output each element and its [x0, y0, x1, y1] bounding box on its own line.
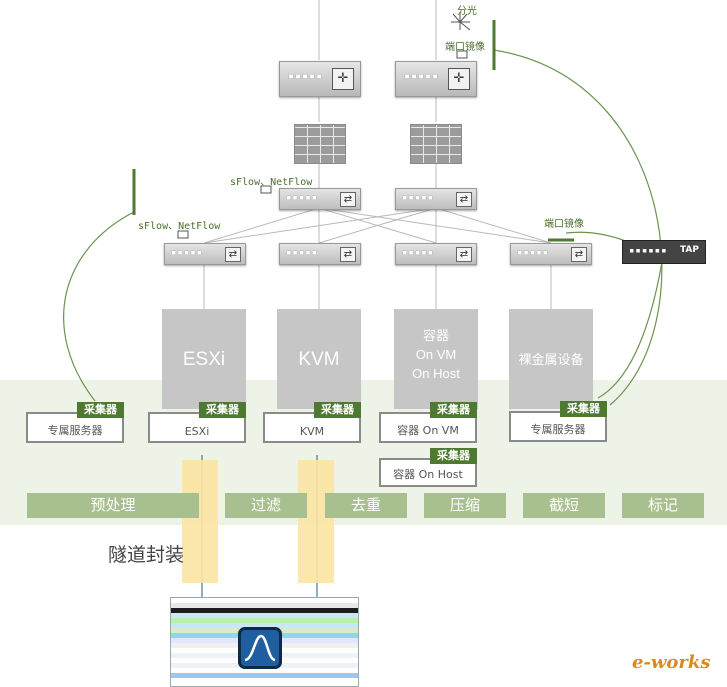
- collector-dedicated-right: 采集器 专属服务器: [509, 401, 607, 442]
- collector-label: 专属服务器: [530, 423, 586, 436]
- collector-container-vm: 采集器 容器 On VM: [379, 402, 477, 443]
- switch-icon: ⇄: [340, 247, 356, 262]
- access-switch-4: ▪▪▪▪▪⇄: [510, 243, 592, 265]
- collector-container-host: 采集器 容器 On Host: [379, 448, 477, 487]
- collector-esxi: 采集器 ESXi: [148, 402, 246, 443]
- collector-kvm: 采集器 KVM: [263, 402, 361, 443]
- access-switch-2: ▪▪▪▪▪⇄: [279, 243, 361, 265]
- core-router-right: ▪▪▪▪▪✛: [395, 61, 477, 97]
- switch-icon: ⇄: [571, 247, 587, 262]
- collector-label: KVM: [299, 425, 325, 438]
- tunnel-highlight-kvm: [298, 460, 334, 583]
- collector-tag: 采集器: [430, 402, 477, 418]
- server-container: 容器 On VM On Host: [394, 309, 478, 409]
- wireshark-icon: [238, 627, 282, 669]
- port-mirror-top-label: 端口镜像: [445, 42, 485, 53]
- collector-dedicated-left: 采集器 专属服务器: [26, 402, 124, 443]
- collector-tag: 采集器: [199, 402, 246, 418]
- firewall-left: [294, 124, 346, 164]
- sflow-access-label: sFlow、NetFlow: [138, 221, 221, 232]
- access-switch-1: ▪▪▪▪▪⇄: [164, 243, 246, 265]
- access-switch-3: ▪▪▪▪▪⇄: [395, 243, 477, 265]
- collector-tag: 采集器: [314, 402, 361, 418]
- split-label: 分光: [457, 6, 477, 17]
- switch-icon: ⇄: [456, 192, 472, 207]
- router-cross-icon: ✛: [332, 68, 354, 90]
- collector-label: 专属服务器: [47, 424, 103, 437]
- aggregation-switch-left: ▪▪▪▪▪⇄: [279, 188, 361, 210]
- sflow-core-label: sFlow、NetFlow: [230, 177, 313, 188]
- tap-device: ▪▪▪▪▪▪ TAP: [622, 240, 706, 264]
- collector-tag: 采集器: [560, 401, 607, 417]
- server-kvm-name: KVM: [298, 348, 340, 370]
- tunnel-label: 隧道封装: [108, 544, 185, 566]
- server-esxi-name: ESXi: [182, 348, 226, 370]
- stage-truncate: 截短: [523, 493, 605, 518]
- collector-tag: 采集器: [430, 448, 477, 464]
- switch-icon: ⇄: [456, 247, 472, 262]
- server-bare-metal-name: 裸金属设备: [518, 351, 584, 367]
- collector-label: 容器 On VM: [397, 424, 459, 437]
- eworks-logo: e-works: [632, 652, 711, 673]
- port-mirror-access-label: 端口镜像: [544, 219, 584, 230]
- collector-label: ESXi: [184, 425, 210, 438]
- shark-fin-icon: [244, 634, 276, 662]
- stage-dedup: 去重: [325, 493, 407, 518]
- stage-filter: 过滤: [225, 493, 307, 518]
- aggregation-switch-right: ▪▪▪▪▪⇄: [395, 188, 477, 210]
- collector-label: 容器 On Host: [393, 468, 463, 481]
- stage-compress: 压缩: [424, 493, 506, 518]
- server-bare-metal: 裸金属设备: [509, 309, 593, 409]
- switch-icon: ⇄: [340, 192, 356, 207]
- collector-tag: 采集器: [77, 402, 124, 418]
- server-container-name: 容器 On VM On Host: [412, 327, 460, 381]
- server-esxi: ESXi: [162, 309, 246, 409]
- stage-mark: 标记: [622, 493, 704, 518]
- stage-preprocess: 预处理: [27, 493, 199, 518]
- tap-label: TAP: [679, 245, 699, 255]
- core-router-left: ▪▪▪▪▪✛: [279, 61, 361, 97]
- tunnel-highlight-esxi: [182, 460, 218, 583]
- switch-icon: ⇄: [225, 247, 241, 262]
- router-cross-icon: ✛: [448, 68, 470, 90]
- firewall-right: [410, 124, 462, 164]
- server-kvm: KVM: [277, 309, 361, 409]
